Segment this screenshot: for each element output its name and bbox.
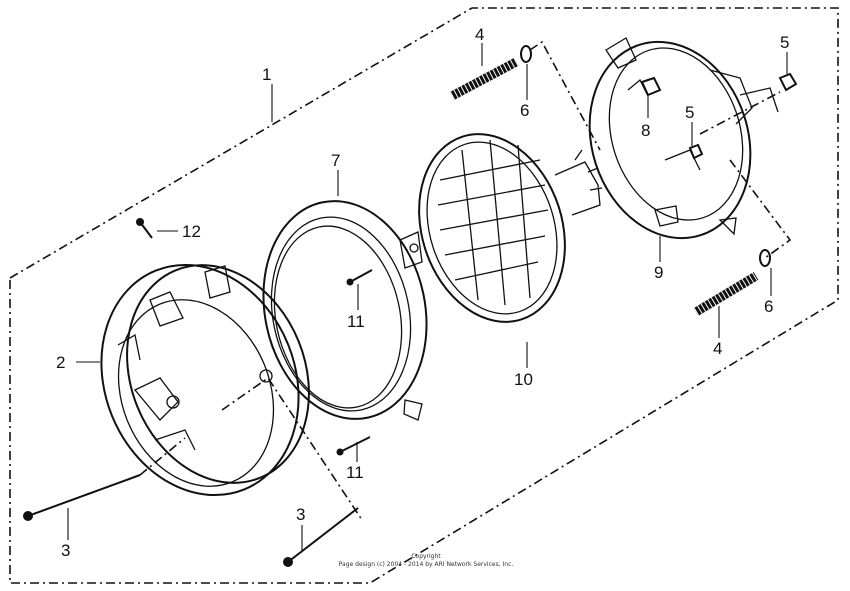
part-5-nut-lower	[688, 143, 704, 160]
callout-9: 9	[654, 263, 663, 282]
leader-lines	[67, 43, 788, 552]
callout-5-lower: 5	[685, 103, 694, 122]
callout-3-right: 3	[296, 505, 305, 524]
part-4-adjust-screw-upper	[449, 58, 519, 100]
copyright-heading: Copyright	[411, 553, 441, 560]
callout-1: 1	[262, 65, 271, 84]
copyright-notice: Page design (c) 2004 - 2014 by ARI Netwo…	[339, 561, 514, 568]
callout-7: 7	[331, 151, 340, 170]
part-8-nut	[640, 76, 662, 97]
callout-4-upper: 4	[475, 25, 484, 44]
part-4-adjust-screw-lower	[693, 272, 759, 316]
part-12-screw	[136, 218, 153, 239]
alignment-line	[699, 91, 781, 135]
callout-3-left: 3	[61, 541, 70, 560]
alignment-line	[729, 159, 792, 259]
part-2-headlight-case	[100, 263, 310, 497]
part-9-headlight-bracket	[588, 37, 779, 240]
callout-2: 2	[56, 353, 65, 372]
callout-5-upper: 5	[780, 33, 789, 52]
callout-12: 12	[182, 222, 201, 241]
alignment-line	[529, 40, 601, 151]
assembly-boundary	[9, 7, 839, 584]
alignment-line	[139, 437, 186, 476]
part-6-washer-upper	[520, 45, 532, 63]
part-7-rim	[262, 200, 428, 421]
part-6-washer-lower	[759, 249, 771, 267]
callout-10: 10	[514, 370, 533, 389]
part-5-nut-upper	[778, 72, 798, 92]
part-3-screw-right	[283, 507, 359, 567]
callout-11-upper: 11	[347, 312, 365, 331]
part-10-sealed-beam	[418, 133, 603, 323]
callout-4-lower: 4	[713, 339, 722, 358]
callout-8: 8	[641, 121, 650, 140]
part-11-screw-upper	[346, 269, 373, 286]
callout-6-upper: 6	[520, 101, 529, 120]
part-11-screw-lower	[336, 436, 371, 456]
part-3-screw-left	[23, 474, 141, 521]
callout-6-lower: 6	[764, 297, 773, 316]
callout-11-lower: 11	[346, 463, 364, 482]
